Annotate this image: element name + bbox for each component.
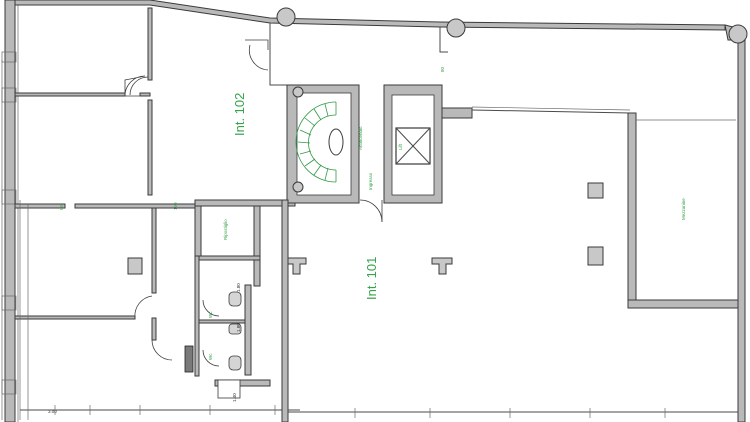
wc-label-1: Wc — [208, 311, 213, 318]
closet-label: Ripostiglio — [223, 219, 228, 240]
lift-label: Lift — [398, 143, 403, 150]
int102-area — [194, 23, 448, 287]
height-2: 1.80 — [236, 323, 241, 332]
doors-left — [124, 39, 383, 361]
round-column-3 — [728, 24, 748, 44]
unit-label-int-102: Int. 102 — [232, 93, 247, 136]
base-dim: 3.00 — [48, 409, 57, 414]
lift-core: Lift Ingresso — [368, 84, 473, 204]
height-3: 1.40 — [232, 393, 237, 402]
round-column-1 — [276, 7, 296, 27]
column-left — [127, 257, 143, 275]
right-outer-wall — [724, 24, 746, 422]
wc-block: Ripostiglio Wc Wc — [184, 219, 271, 399]
round-column-2 — [446, 18, 466, 38]
wc-label-2: Wc — [208, 353, 213, 360]
staircase: Antincendio — [286, 84, 363, 204]
column-1 — [587, 182, 604, 199]
dimension-labels: 80 100 80 1.80 1.80 1.40 3.00 — [48, 66, 445, 414]
top-outer-wall — [14, 0, 726, 31]
height-1: 1.80 — [236, 283, 241, 292]
column-2 — [587, 246, 604, 266]
unit-label-int-101: Int. 101 — [364, 257, 379, 300]
mezzanine-label: Mezzanine — [681, 198, 686, 220]
entrance-label: Ingresso — [368, 172, 373, 190]
int101-hall: Mezzanine — [281, 106, 739, 422]
left-outer-wall — [4, 0, 16, 422]
door-code-1: 80 — [59, 204, 64, 210]
door-code-2: 100 — [173, 202, 178, 210]
t-column-1 — [286, 257, 307, 275]
t-column-2 — [431, 257, 453, 275]
door-code-3: 80 — [440, 66, 445, 72]
stair-label: Antincendio — [358, 126, 363, 150]
